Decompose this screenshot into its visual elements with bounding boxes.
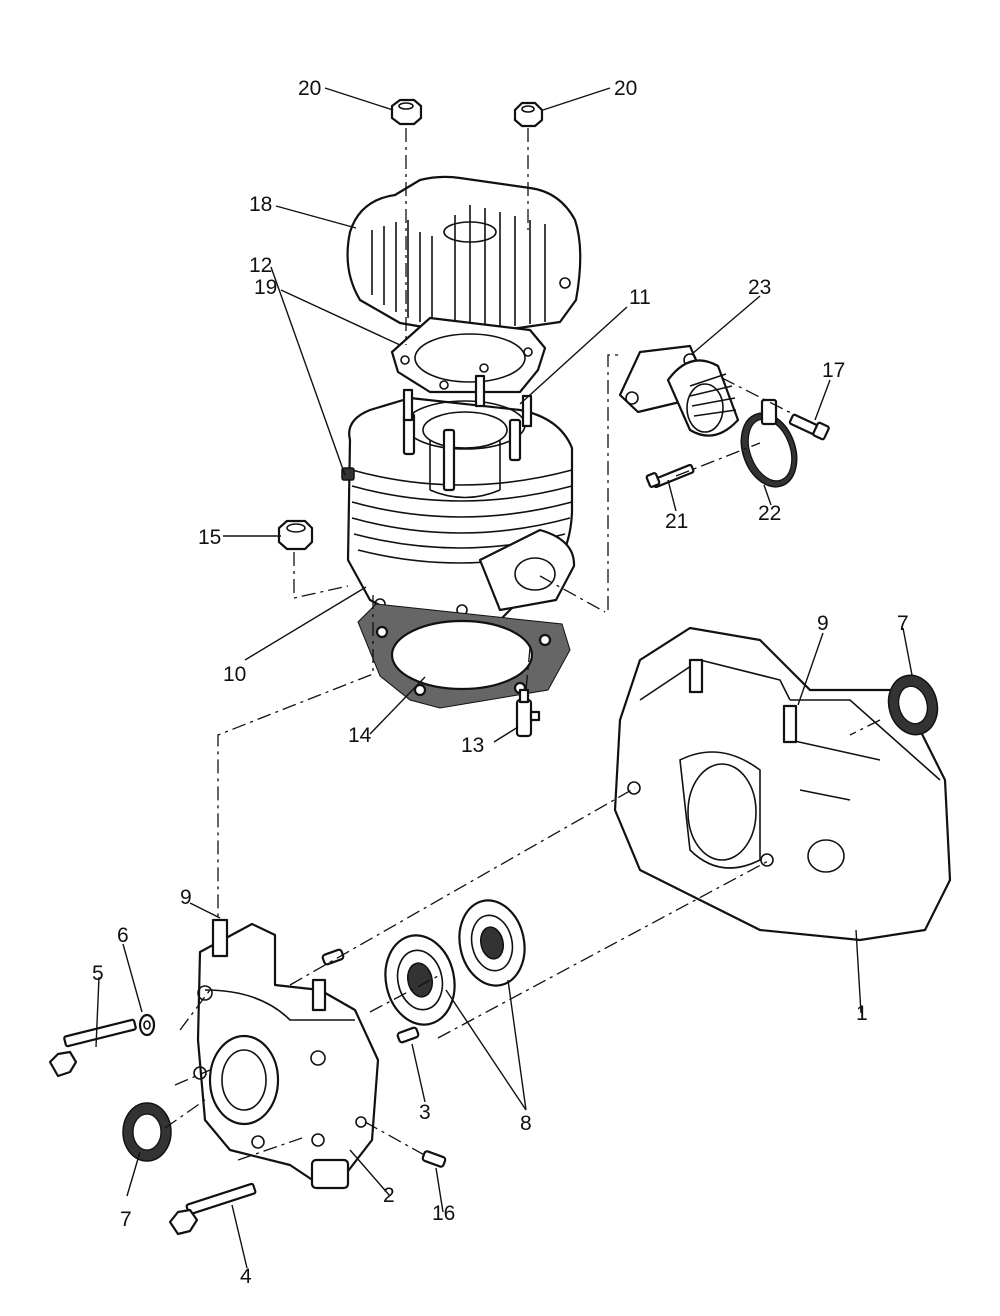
cylinder-fitting <box>341 467 355 481</box>
cylinder-studs <box>402 374 533 428</box>
callout-7-left: 7 <box>120 1208 132 1231</box>
head-nut-right <box>513 101 544 128</box>
callout-20-left: 20 <box>298 77 321 100</box>
hose-clamp <box>740 398 798 488</box>
callout-23: 23 <box>748 276 771 299</box>
callout-22: 22 <box>758 502 781 525</box>
callout-20-right: 20 <box>614 77 637 100</box>
callout-13: 13 <box>461 734 484 757</box>
base-gasket <box>357 603 571 709</box>
oil-seal-left <box>122 1102 172 1162</box>
cylinder-head <box>346 175 582 337</box>
head-nut-left <box>390 98 423 126</box>
callout-11: 11 <box>629 286 651 309</box>
flat-washer <box>138 1013 156 1037</box>
oil-seal-right <box>887 674 939 736</box>
crank-bearing-outer <box>458 899 526 987</box>
crankcase-left-half <box>193 918 380 1190</box>
callout-6: 6 <box>117 924 129 947</box>
callout-12: 12 <box>249 254 272 277</box>
crankcase-bolt-upper <box>48 1018 137 1078</box>
callout-7-right: 7 <box>897 612 909 635</box>
clamp-bolt <box>645 463 695 489</box>
callout-15: 15 <box>198 526 221 549</box>
cylinder <box>346 396 576 634</box>
exhaust-nut <box>277 519 314 551</box>
crankcase-right-half <box>613 626 952 942</box>
callout-9-left: 9 <box>180 886 192 909</box>
callout-4: 4 <box>240 1265 252 1288</box>
callout-1: 1 <box>856 1002 868 1025</box>
crankcase-stud <box>515 688 541 738</box>
clamp-screw <box>788 413 830 441</box>
crankcase-bolt-lower <box>168 1182 257 1236</box>
leader-lines <box>95 87 913 1269</box>
callout-17: 17 <box>822 359 845 382</box>
callout-19: 19 <box>254 276 277 299</box>
callout-8: 8 <box>520 1112 532 1135</box>
crank-bearing-inner <box>384 934 456 1026</box>
callout-14: 14 <box>348 724 372 747</box>
callout-9-right: 9 <box>817 612 829 635</box>
callout-labels: 20 20 18 19 11 23 17 12 15 21 22 10 9 7 … <box>92 77 909 1288</box>
callout-16: 16 <box>432 1202 455 1225</box>
callout-5: 5 <box>92 962 104 985</box>
callout-3: 3 <box>419 1101 431 1124</box>
callout-10: 10 <box>223 663 246 686</box>
callout-2: 2 <box>383 1184 395 1207</box>
head-gasket <box>390 316 547 394</box>
callout-21: 21 <box>665 510 688 533</box>
locating-pin <box>421 1150 447 1168</box>
alignment-lines <box>164 128 881 1161</box>
intake-flange <box>618 344 740 437</box>
dowel-pin <box>321 948 420 1044</box>
callout-18: 18 <box>249 193 272 216</box>
